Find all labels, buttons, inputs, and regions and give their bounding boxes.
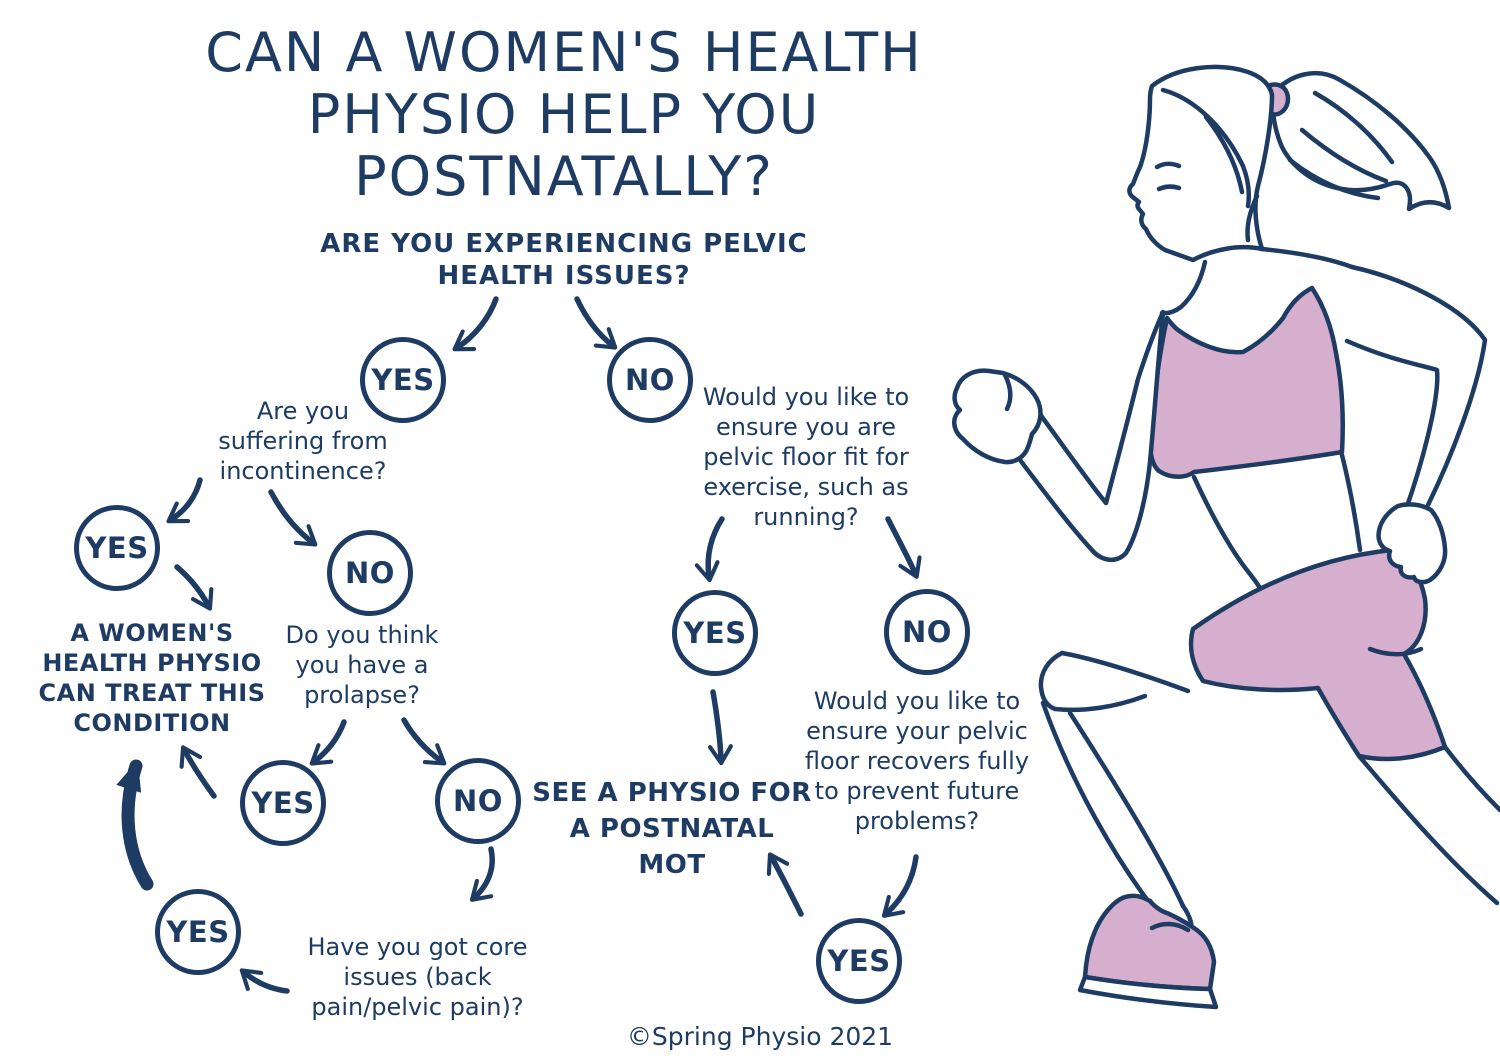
arrow-prolapse-to-no bbox=[401, 717, 447, 766]
outcome-physio-can-treat: A WOMEN'S HEALTH PHYSIO CAN TREAT THIS C… bbox=[38, 619, 266, 737]
outcome-postnatal-mot: SEE A PHYSIO FOR A POSTNATAL MOT bbox=[532, 778, 812, 880]
hair-band bbox=[1259, 82, 1291, 117]
far-calf-outer bbox=[1442, 744, 1500, 813]
arrow-yes-to-treat bbox=[174, 564, 214, 611]
hair-sweep bbox=[1160, 87, 1252, 209]
shoulder-line bbox=[1259, 246, 1355, 270]
fist bbox=[952, 368, 1043, 465]
midriff-back bbox=[1339, 452, 1363, 553]
neck-front bbox=[1159, 259, 1208, 316]
ponytail bbox=[1269, 71, 1452, 212]
node-incontinence-yes: YES bbox=[74, 505, 160, 591]
arrow-no-to-core-question bbox=[469, 846, 495, 902]
sneaker-sole bbox=[1077, 974, 1219, 1010]
knuckle-line bbox=[1002, 372, 1013, 412]
arrow-prolapse-to-yes bbox=[309, 719, 347, 766]
hair-strand bbox=[1299, 127, 1389, 184]
question-pelvic-fit: Would you like to ensure you are pelvic … bbox=[702, 383, 910, 531]
page-title: CAN A WOMEN'S HEALTH PHYSIO HELP YOU POS… bbox=[205, 21, 923, 208]
eyebrow bbox=[1154, 161, 1182, 170]
arrow-fit-yes-to-mot bbox=[707, 689, 733, 766]
far-arm-outer bbox=[1349, 264, 1488, 508]
question-recovery: Would you like to ensure your pelvic flo… bbox=[804, 687, 1030, 835]
sports-bra bbox=[1147, 285, 1345, 479]
front-thigh bbox=[1038, 650, 1191, 713]
node-prolapse-yes: YES bbox=[240, 760, 326, 846]
far-hand bbox=[1376, 502, 1448, 585]
shin-back bbox=[1067, 710, 1186, 909]
node-core-issues-yes: YES bbox=[155, 889, 241, 975]
shorts bbox=[1188, 547, 1448, 762]
sneaker bbox=[1082, 893, 1217, 992]
question-core-issues: Have you got core issues (back pain/pelv… bbox=[307, 933, 528, 1021]
node-prolapse-no: NO bbox=[435, 758, 521, 844]
question-prolapse: Do you think you have a prolapse? bbox=[285, 621, 439, 709]
node-incontinence-no: NO bbox=[327, 530, 413, 616]
heel bbox=[1180, 903, 1194, 936]
arrow-root-to-yes bbox=[452, 296, 499, 352]
eye bbox=[1156, 184, 1182, 192]
node-pelvic-issues-no: NO bbox=[607, 337, 693, 423]
hair-sweep bbox=[1203, 114, 1245, 195]
midriff-front bbox=[1191, 474, 1270, 603]
node-pelvic-issues-yes: YES bbox=[360, 337, 446, 423]
arrow-core-yes-to-treat bbox=[116, 759, 154, 891]
root-question: ARE YOU EXPERIENCING PELVIC HEALTH ISSUE… bbox=[320, 229, 808, 291]
arrow-incontinence-to-no bbox=[268, 489, 318, 547]
node-recover-yes: YES bbox=[816, 918, 902, 1004]
sneaker-collar bbox=[1149, 921, 1191, 933]
far-arm-inner bbox=[1344, 338, 1440, 515]
copyright-text: ©Spring Physio 2021 bbox=[626, 1022, 894, 1051]
arrow-recover-to-yes bbox=[881, 854, 919, 918]
node-pelvic-fit-no: NO bbox=[884, 589, 970, 675]
running-woman-illustration bbox=[952, 64, 1500, 1010]
hair-strand bbox=[1312, 90, 1395, 165]
arrow-root-to-no bbox=[574, 296, 618, 350]
far-calf-inner bbox=[1356, 753, 1500, 906]
shin-front bbox=[1040, 700, 1157, 912]
near-arm bbox=[1008, 309, 1166, 562]
shorts-hem-crease bbox=[1367, 646, 1424, 657]
arrow-prolapse-yes-to-treat bbox=[179, 745, 217, 799]
question-incontinence: Are you suffering from incontinence? bbox=[218, 397, 388, 485]
hair-sweep bbox=[1245, 193, 1260, 243]
node-pelvic-fit-yes: YES bbox=[672, 590, 758, 676]
hair-strand bbox=[1287, 157, 1381, 201]
head bbox=[1127, 64, 1275, 263]
